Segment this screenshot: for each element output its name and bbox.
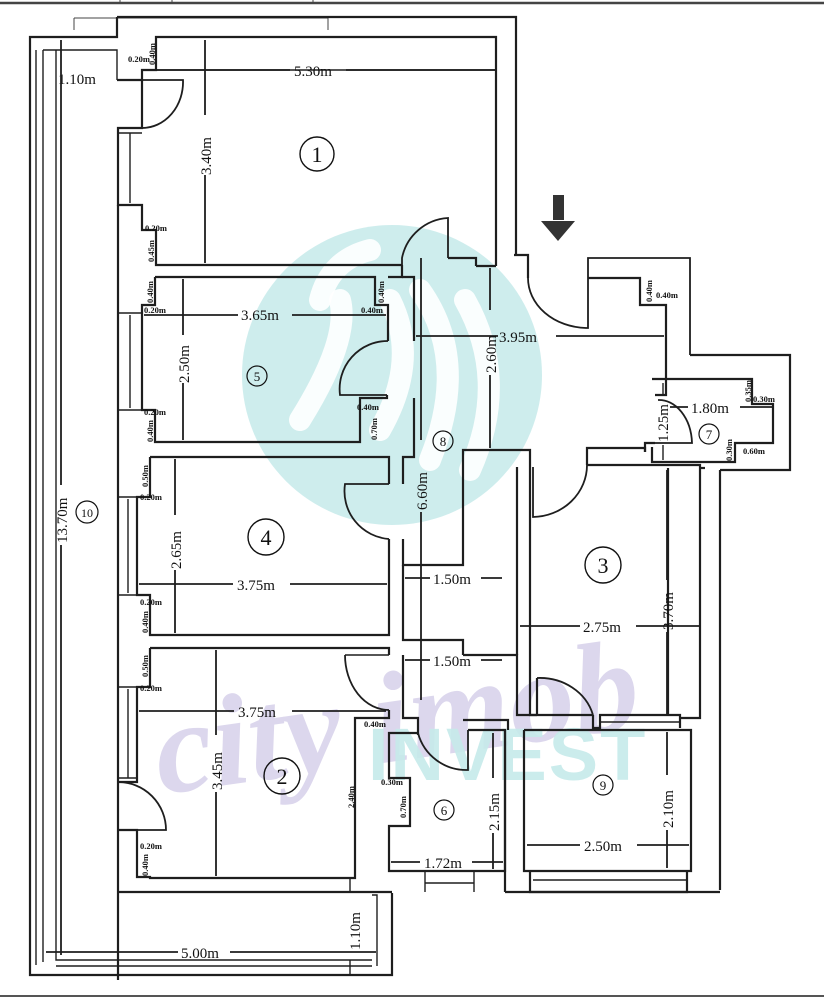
svg-text:1: 1: [312, 142, 323, 167]
room-9-badge: 9: [592, 774, 614, 796]
hall-8-walls: [401, 217, 691, 735]
svg-text:9: 9: [600, 778, 607, 793]
r4-bl-w-label: 0.20m: [140, 597, 162, 607]
r1-width-label: 5.30m: [294, 64, 332, 80]
room-5-walls: [116, 205, 404, 980]
room-2-dimensions: 3.75m 3.45m 0.50m 0.20m 0.20m 0.40m 0.40…: [139, 650, 386, 876]
r8-length-label: 6.60m: [415, 472, 431, 510]
balcony-gap-label: 1.10m: [58, 72, 96, 88]
balcony-10-dimensions: 13.70m 5.00m 1.10m: [46, 40, 376, 962]
svg-text:5: 5: [254, 369, 261, 384]
svg-text:3: 3: [598, 553, 609, 578]
room-5-badge: 5: [246, 365, 268, 387]
balcony-10-walls: [28, 15, 518, 977]
svg-text:4: 4: [261, 525, 272, 550]
r5-width-label: 3.65m: [241, 308, 279, 324]
r4-tl-w-label: 0.20m: [140, 492, 162, 502]
hall-8-dimensions: 3.95m 2.60m 6.60m 0.40m 0.40m 1.50m 1.50…: [405, 258, 678, 700]
room-1-badge: 1: [299, 136, 335, 172]
room-6-dimensions: 1.72m 2.15m 0.30m 0.70m: [381, 733, 503, 872]
r9-width-label: 2.50m: [584, 839, 622, 855]
room-4-walls: [118, 455, 391, 637]
svg-text:10: 10: [81, 506, 93, 520]
r10-length-label: 13.70m: [55, 497, 71, 543]
svg-text:8: 8: [440, 434, 447, 449]
room-3-dimensions: 2.75m 3.70m: [520, 470, 700, 715]
room-6-badge: 6: [433, 799, 455, 821]
r5-tl-w-label: 0.20m: [144, 305, 166, 315]
r1-bot-w-label: 0.20m: [145, 223, 167, 233]
r3-width-label: 2.75m: [583, 620, 621, 636]
r5-br-w-label: 0.40m: [357, 402, 379, 412]
r10-depth-label: 1.10m: [348, 912, 364, 950]
r6-height-label: 2.15m: [487, 793, 503, 831]
r2-height-label: 3.45m: [210, 752, 226, 790]
r5-tl-h-label: 0.40m: [145, 281, 155, 303]
r5-bl-w-label: 0.20m: [144, 407, 166, 417]
r3-height-label: 3.70m: [661, 592, 677, 630]
r8-tr-w-label: 0.40m: [656, 290, 678, 300]
room-2-badge: 2: [263, 757, 301, 795]
svg-text:7: 7: [706, 427, 713, 442]
watermark-logo: [242, 225, 542, 525]
r7-tr-h-label: 0.35m: [743, 380, 753, 402]
r4-width-label: 3.75m: [237, 578, 275, 594]
room-7-dimensions: 1.80m 1.25m 0.35m 0.30m 0.30m 0.60m: [656, 380, 775, 461]
room-3-badge: 3: [584, 546, 622, 584]
r10-width-label: 5.00m: [181, 946, 219, 962]
room-9-walls: [503, 677, 720, 894]
room-7-walls: [643, 353, 792, 890]
r2-width-label: 3.75m: [238, 705, 276, 721]
r8-height-label: 2.60m: [484, 335, 500, 373]
r2-tl-h-label: 0.50m: [140, 655, 150, 677]
r7-tr-w-label: 0.30m: [753, 394, 775, 404]
r2-tl-w-label: 0.20m: [140, 683, 162, 693]
r5-tr-h-label: 0.40m: [376, 281, 386, 303]
room-2-walls: [117, 646, 392, 894]
r6-width-label: 1.72m: [424, 856, 462, 872]
r2-tr-w-label: 0.40m: [364, 719, 386, 729]
r5-br-h-label: 0.70m: [369, 418, 379, 440]
room-4-dimensions: 3.75m 2.65m 0.50m 0.20m 0.20m 0.40m: [139, 459, 387, 633]
svg-text:2: 2: [277, 764, 288, 789]
r1-height-label: 3.40m: [199, 137, 215, 175]
r2-bl-w-label: 0.20m: [140, 841, 162, 851]
entrance-arrow-icon: [541, 195, 575, 241]
room-10-badge: 10: [75, 500, 99, 524]
r4-bl-h-label: 0.40m: [140, 611, 150, 633]
room-5-dimensions: 3.65m 2.50m 0.40m 0.20m 0.40m 0.40m 0.20…: [144, 279, 386, 442]
r7-br-h-label: 0.30m: [724, 439, 734, 461]
r1-top-h-label: 0.40m: [147, 43, 157, 65]
r5-tr-w-label: 0.40m: [361, 305, 383, 315]
r4-tl-h-label: 0.50m: [140, 465, 150, 487]
r8-width-label: 3.95m: [499, 330, 537, 346]
hall-width-2-label: 1.50m: [433, 654, 471, 670]
room-7-badge: 7: [698, 423, 720, 445]
room-4-badge: 4: [247, 518, 285, 556]
room-9-dimensions: 2.50m 2.10m: [527, 732, 689, 868]
hall-width-1-label: 1.50m: [433, 572, 471, 588]
r6-off-h-label: 0.70m: [398, 796, 408, 818]
svg-text:6: 6: [441, 803, 448, 818]
room-1-dimensions: 5.30m 3.40m 1.10m 0.40m 0.20m 0.20m 0.45…: [58, 40, 496, 263]
r2-right-h-label: 2.40m: [346, 786, 356, 808]
r5-height-label: 2.50m: [177, 345, 193, 383]
r7-br-w-label: 0.60m: [743, 446, 765, 456]
r2-bl-h-label: 0.40m: [140, 854, 150, 876]
r4-height-label: 2.65m: [169, 531, 185, 569]
r1-bot-h-label: 0.45m: [146, 240, 156, 262]
r9-height-label: 2.10m: [661, 790, 677, 828]
r6-off-w-label: 0.30m: [381, 777, 403, 787]
r7-height-label: 1.25m: [656, 404, 672, 442]
r7-width-label: 1.80m: [691, 401, 729, 417]
r1-top-w-label: 0.20m: [128, 54, 150, 64]
room-3-walls: [528, 463, 705, 720]
r8-tr-h-label: 0.40m: [644, 280, 654, 302]
room-8-badge: 8: [432, 430, 454, 452]
r5-bl-h-label: 0.40m: [145, 420, 155, 442]
